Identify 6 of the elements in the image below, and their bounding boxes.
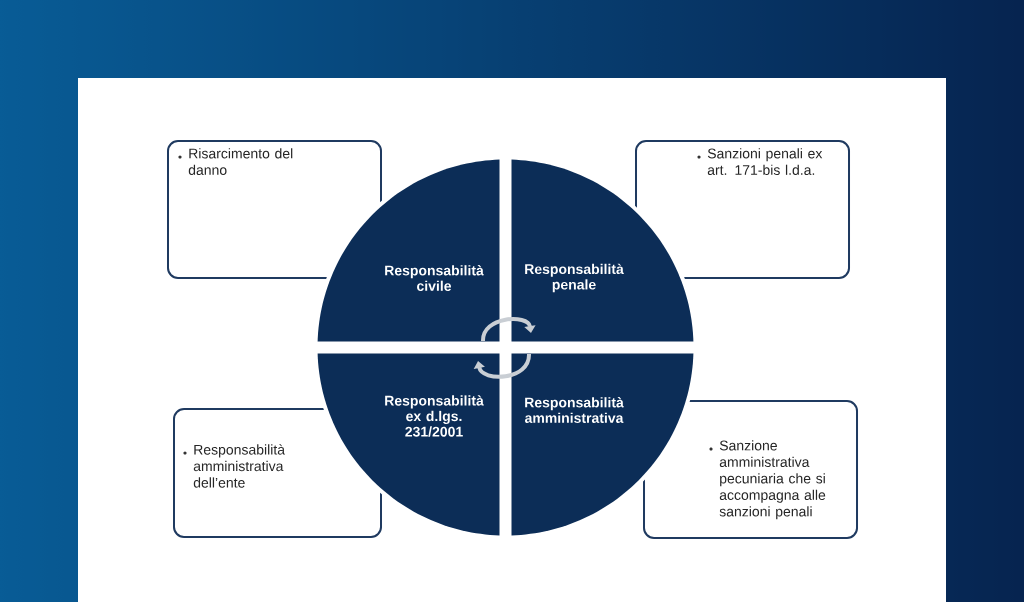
quadrant-segment: Responsabilità amministrativa (511, 353, 694, 536)
cycle-arrow (481, 317, 536, 342)
quadrant-segment: Responsabilità ex d.lgs. 231/2001 (317, 353, 500, 536)
cycle-arrow (473, 353, 531, 379)
quadrant-segment: Responsabilità civile (317, 159, 500, 342)
quadrant-segment: Responsabilità penale (511, 159, 694, 342)
